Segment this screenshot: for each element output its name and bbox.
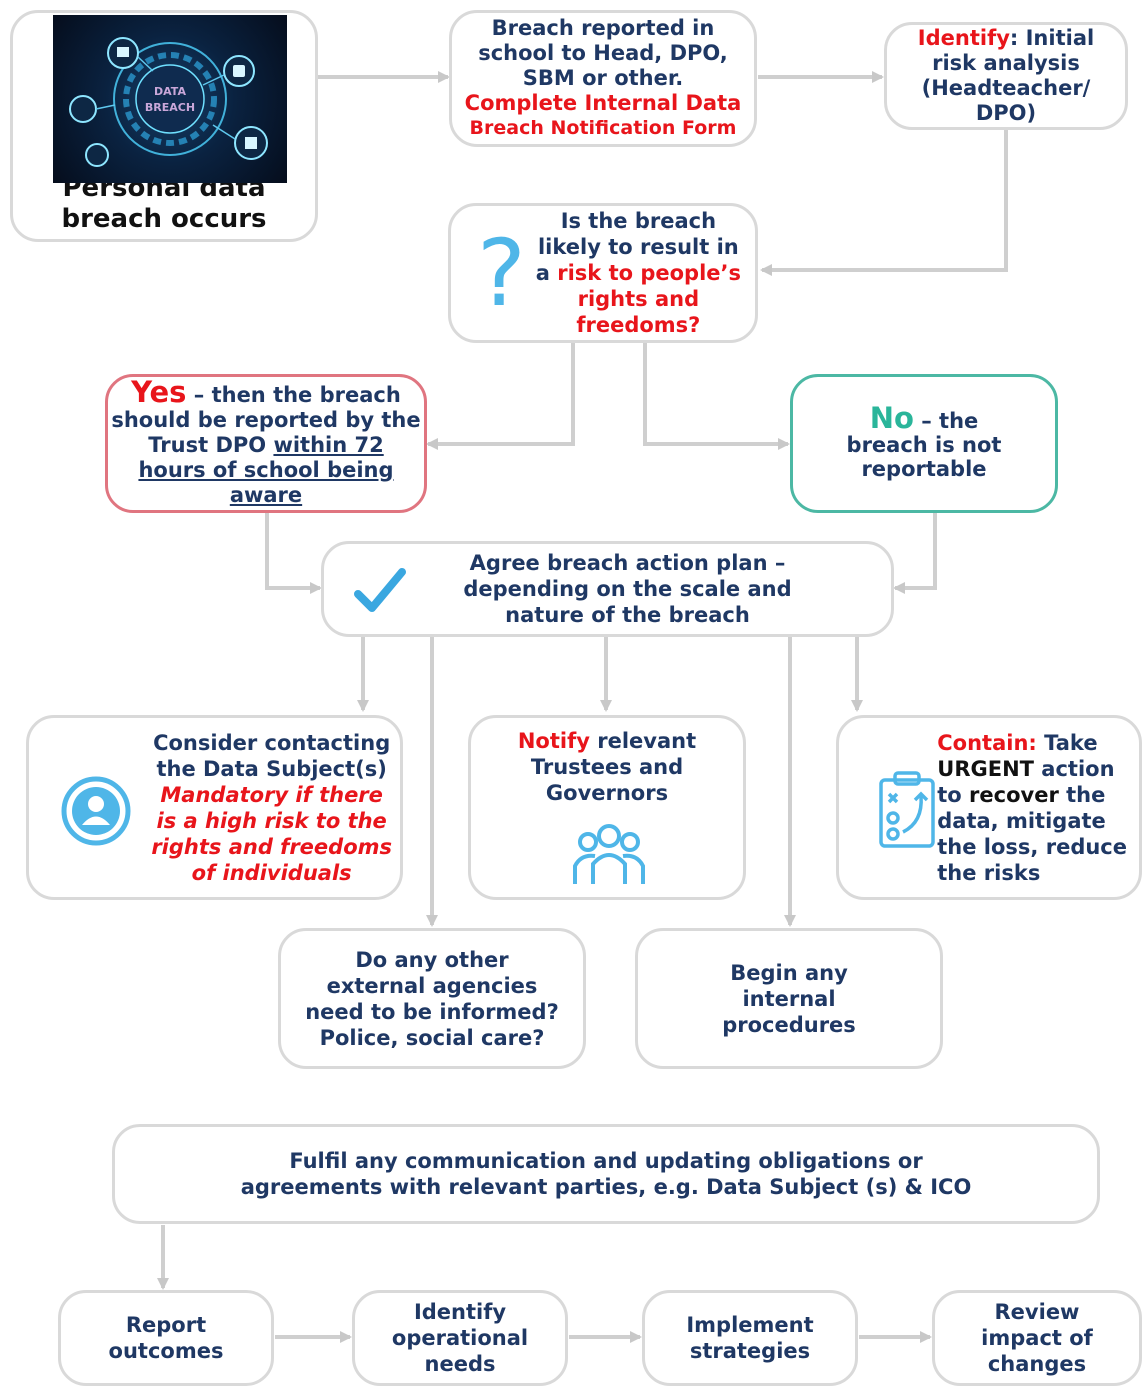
data-breach-caption-2: BREACH [145,101,195,114]
fulfil-obligations-box: Fulfil any communication and updating ob… [112,1124,1100,1224]
internal-procedures-box: Begin any internal procedures [635,928,943,1069]
data-breach-caption-1: DATA [154,85,186,98]
clipboard-strategy-icon [879,771,935,848]
yes-reportable-box: Yes – then the breach should be reported… [105,374,427,513]
implement-strategies-box: Implement strategies [642,1290,858,1386]
external-agencies-box: Do any other external agencies need to b… [278,928,586,1069]
group-icon [573,824,645,884]
breach-reported-box: Breach reported in school to Head, DPO, … [449,10,757,147]
no-not-reportable-box: No – the breach is not reportable [790,374,1058,513]
action-plan-box: Agree breach action plan – depending on … [321,541,894,637]
arrow-question-to-no [643,343,790,450]
data-breach-graphic: DATA BREACH [69,37,268,167]
question-mark-icon: ? [477,220,526,327]
arrow-identify-to-question [760,130,1008,276]
operational-needs-box: Identify operational needs [352,1290,568,1386]
checkmark-icon [354,568,406,612]
identify-box: Identify: Initial risk analysis (Headtea… [884,22,1128,130]
notify-trustees-box: Notify relevant Trustees and Governors [468,715,746,900]
arrow-question-to-yes [426,343,575,450]
breach-occurs-box: DATA BREACH Personal data breach occurs [10,10,318,242]
data-breach-image: DATA BREACH [53,15,287,183]
arrow-yes-to-plan [265,513,322,594]
contain-box: Contain: Take URGENT action to recover t… [836,715,1142,900]
risk-question-box: ? Is the breach likely to result in a ri… [448,203,758,343]
user-icon [61,776,131,846]
contact-data-subject-box: Consider contacting the Data Subject(s) … [26,715,403,900]
arrow-no-to-plan [893,513,937,594]
report-outcomes-box: Report outcomes [58,1290,274,1386]
review-impact-box: Review impact of changes [932,1290,1142,1386]
